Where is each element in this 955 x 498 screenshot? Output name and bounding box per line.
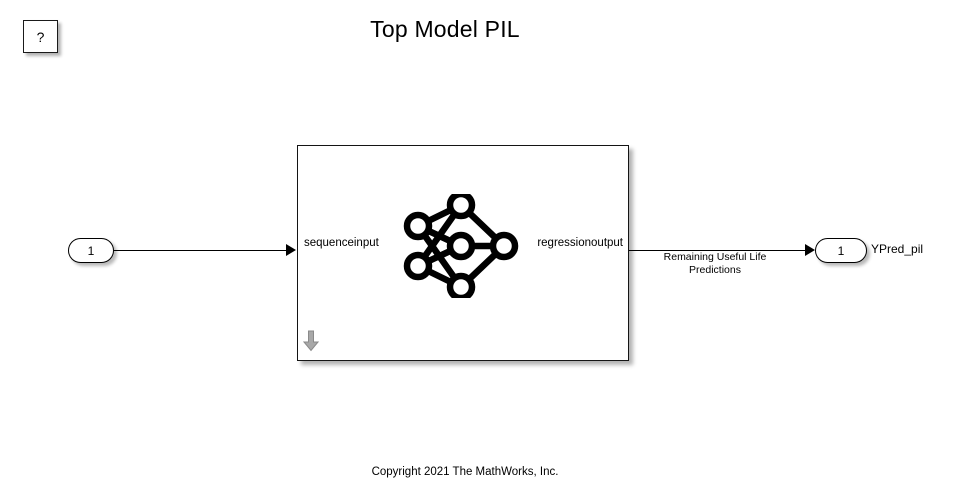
- subsystem-input-label: sequenceinput: [304, 237, 379, 249]
- signal-label-line-1: Remaining Useful Life: [663, 251, 767, 263]
- question-mark-icon: ?: [36, 28, 45, 45]
- signal-label[interactable]: Remaining Useful Life Predictions: [640, 251, 790, 277]
- outport-name-label: YPred_pil: [871, 242, 924, 256]
- signal-line-output[interactable]: [629, 249, 805, 251]
- help-block[interactable]: ?: [23, 20, 58, 53]
- inport-block-1[interactable]: 1: [68, 238, 114, 263]
- down-arrow-icon[interactable]: [303, 330, 319, 352]
- inport-number: 1: [87, 243, 95, 258]
- outport-number: 1: [837, 243, 845, 258]
- outport-block-1[interactable]: 1: [815, 238, 867, 263]
- signal-line-input[interactable]: [114, 249, 286, 251]
- copyright-text: Copyright 2021 The MathWorks, Inc.: [371, 466, 559, 478]
- neural-network-icon: [403, 194, 519, 298]
- arrowhead-output-icon: [805, 244, 815, 256]
- page-title: Top Model PIL: [370, 16, 520, 42]
- subsystem-output-label: regressionoutput: [537, 237, 623, 249]
- predict-subsystem-block[interactable]: sequenceinput regressionoutput: [297, 145, 629, 361]
- arrowhead-input-icon: [286, 244, 296, 256]
- signal-label-line-2: Predictions: [689, 264, 741, 276]
